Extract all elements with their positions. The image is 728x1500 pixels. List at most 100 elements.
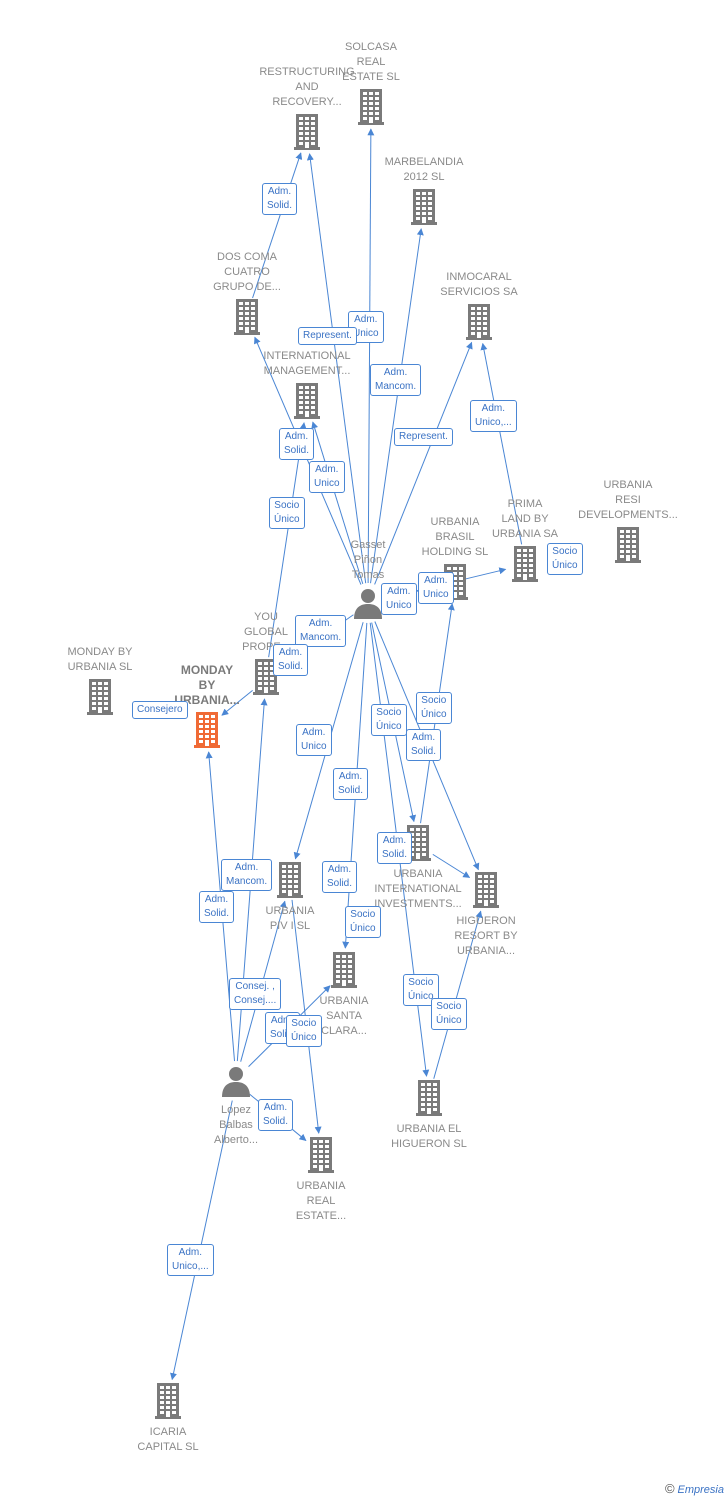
building-icon [615,527,641,563]
node-label: URBANIA BRASIL HOLDING SL [421,516,489,558]
relationship-tag: Consejero [132,701,188,719]
edge-urbaniaintlinv-to-higueronresort [432,853,471,878]
node-label: MARBELANDIA 2012 SL [384,156,464,183]
building-icon [294,114,320,150]
relationship-tag: Adm. Solid. [199,891,235,923]
relationship-tag: Adm. Unico [296,724,332,756]
node-label: INMOCARAL SERVICIOS SA [440,271,518,298]
node-doscoma[interactable]: DOS COMA CUATRO GRUPO DE... [192,250,302,335]
node-inmocaral[interactable]: INMOCARAL SERVICIOS SA [424,270,534,340]
node-primaland[interactable]: PRIMA LAND BY URBANIA SA [470,497,580,582]
relationship-tag: Adm. Mancom. [295,615,347,647]
building-icon [234,299,260,335]
node-label: DOS COMA CUATRO GRUPO DE... [213,251,281,293]
building-icon [416,1080,442,1116]
node-label: SOLCASA REAL ESTATE SL [342,41,400,83]
node-label: URBANIA EL HIGUERON SL [391,1123,467,1150]
building-icon [473,872,499,908]
node-lopez[interactable]: Lopez Balbas Alberto... [181,1065,291,1148]
relationship-tag: Socio Único [431,998,467,1030]
brand-name: Empresia [677,1484,724,1496]
building-icon [294,383,320,419]
relationship-tag: Adm. Solid. [322,861,358,893]
relationship-tag: Adm. Unico,... [167,1244,214,1276]
building-icon [466,304,492,340]
node-solcasa[interactable]: SOLCASA REAL ESTATE SL [316,40,426,125]
person-icon [353,587,383,619]
node-label: RESTRUCTURING AND RECOVERY... [259,66,355,108]
relationship-tag: Adm. Solid. [273,644,309,676]
relationship-tag: Adm. Mancom. [221,859,273,891]
relationship-tag: Adm. Solid. [262,183,298,215]
building-icon [277,862,303,898]
edge-primaland-to-inmocaral [480,342,523,545]
node-label: HIGUERON RESORT BY URBANIA... [454,915,518,957]
brand-logo: ©Empresia [665,1481,724,1496]
relationship-tag: Adm. Solid. [377,832,413,864]
relationship-tag: Adm. Solid. [279,428,315,460]
building-icon [331,952,357,988]
relationship-tag: Adm. Unico [418,572,454,604]
edge-youglobal-to-urintl [268,422,307,658]
edge-gasset-to-doscoma [254,336,362,585]
node-label: URBANIA SANTA CLARA... [319,995,369,1037]
node-urbaniabrasil[interactable]: URBANIA BRASIL HOLDING SL [400,515,510,600]
relationship-tag: Adm. Solid. [406,729,442,761]
edge-gasset-to-solcasa [367,128,375,584]
edge-urbaniahigueron-to-higueronresort [433,910,483,1079]
node-marbelandia[interactable]: MARBELANDIA 2012 SL [369,155,479,225]
node-urbaniareal[interactable]: URBANIA REAL ESTATE... [266,1137,376,1224]
building-icon [411,189,437,225]
node-mondaysl[interactable]: MONDAY BY URBANIA SL [45,645,155,715]
node-label: PRIMA LAND BY URBANIA SA [491,498,559,540]
node-label: URBANIA RESI DEVELOPMENTS... [578,479,678,521]
relationship-tag: Socio Único [286,1015,322,1047]
edge-doscoma-to-restructuring [252,152,303,299]
relationship-tag: Adm. Unico [381,583,417,615]
node-label: MONDAY BY URBANIA... [174,663,240,707]
node-urintl[interactable]: UR INTERNATIONAL MANAGEMENT... [252,334,362,419]
node-label: MONDAY BY URBANIA SL [67,646,133,673]
relationship-tag: Represent. [298,327,357,345]
building-icon [194,712,220,748]
relationship-tag: Socio Único [416,692,452,724]
node-mondayfocus[interactable]: MONDAY BY URBANIA... [152,663,262,748]
node-urbaniaintlinv[interactable]: URBANIA INTERNATIONAL INVESTMENTS... [363,825,473,912]
edge-gasset-to-marbelandia [370,228,424,584]
node-higueronresort[interactable]: HIGUERON RESORT BY URBANIA... [431,872,541,959]
node-urbaniasanta[interactable]: URBANIA SANTA CLARA... [289,952,399,1039]
building-icon [87,679,113,715]
node-urbaniahigueron[interactable]: URBANIA EL HIGUERON SL [374,1080,484,1152]
node-icaria[interactable]: ICARIA CAPITAL SL [113,1383,223,1455]
building-icon [358,89,384,125]
relationship-tag: Adm. Unico,... [470,400,517,432]
node-gasset[interactable]: Gasset Piñon Tomas [313,538,423,619]
building-icon [512,546,538,582]
relationship-tag: Socio Único [345,906,381,938]
relationship-tag: Consej. , Consej.... [229,978,282,1010]
edge-gasset-to-restructuring [306,153,367,584]
node-label: Lopez Balbas Alberto... [213,1104,259,1146]
node-urbaniaresi[interactable]: URBANIA RESI DEVELOPMENTS... [573,478,683,563]
relationship-tag: Adm. Mancom. [370,364,422,396]
node-label: URBANIA PIV I SL [265,905,315,932]
relationship-tag: Socio Único [371,704,407,736]
relationship-tag: Socio Único [547,543,583,575]
node-urbaniapiv[interactable]: URBANIA PIV I SL [235,862,345,934]
node-restructuring[interactable]: RESTRUCTURING AND RECOVERY... [252,65,362,150]
edge-gasset-to-inmocaral [374,341,473,585]
relationship-tag: Adm. Solid. [258,1099,294,1131]
node-label: URBANIA REAL ESTATE... [295,1180,347,1222]
edge-youglobal-to-mondayfocus [221,689,253,716]
relationship-tag: Represent. [394,428,453,446]
copyright-symbol: © [664,1481,675,1496]
node-label: URBANIA INTERNATIONAL INVESTMENTS... [374,868,462,910]
building-icon [155,1383,181,1419]
building-icon [253,659,279,695]
building-icon [308,1137,334,1173]
relationship-tag: Adm. Unico [309,461,345,493]
edge-lopez-to-icaria [170,1100,233,1381]
edge-gasset-to-urintl [311,421,364,585]
node-label: ICARIA CAPITAL SL [137,1426,199,1453]
